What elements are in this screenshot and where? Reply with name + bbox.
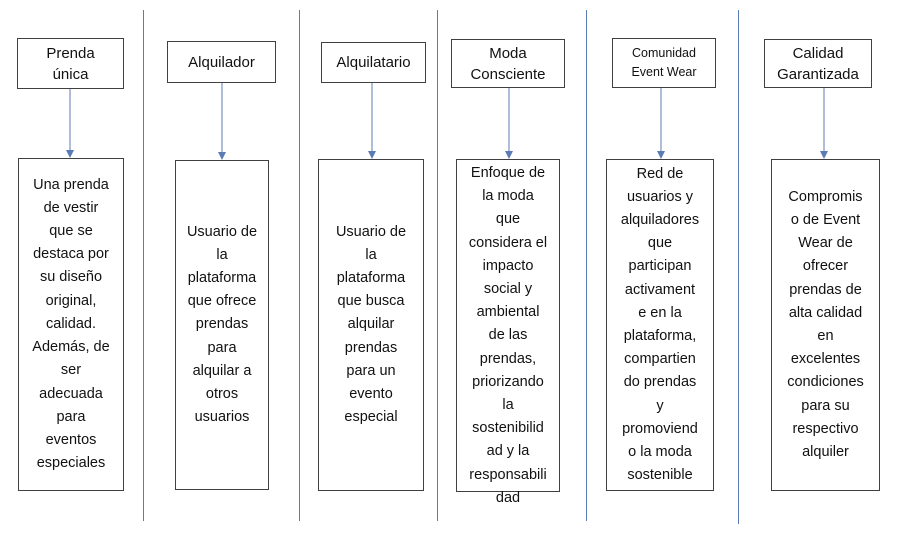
column-separator [143, 10, 144, 521]
term-label: Comunidad Event Wear [631, 46, 697, 79]
column-separator [437, 10, 438, 521]
connector-arrow [820, 88, 828, 159]
description-text: Una prenda de vestir que se destaca por … [32, 176, 110, 472]
description-box-calidad-garantizada: Compromis o de Event Wear de ofrecer pre… [771, 159, 880, 491]
connector-arrow [218, 83, 226, 160]
connector-arrow [505, 88, 513, 159]
term-box-alquilatario: Alquilatario [321, 42, 426, 83]
column-separator [586, 10, 587, 521]
description-box-alquilatario: Usuario de la plataforma que busca alqui… [318, 159, 424, 491]
connector-arrow [66, 89, 74, 158]
term-label: Alquilatario [336, 54, 411, 71]
column-separator [738, 10, 739, 524]
description-text: Enfoque de la moda que considera el impa… [468, 165, 548, 506]
description-text: Usuario de la plataforma que ofrece pren… [186, 223, 258, 426]
column-separator [299, 10, 300, 521]
description-text: Red de usuarios y alquiladores que parti… [620, 165, 700, 484]
term-box-prenda-unica: Prenda única [17, 38, 124, 89]
description-box-comunidad-event-wear: Red de usuarios y alquiladores que parti… [606, 159, 714, 491]
description-text: Usuario de la plataforma que busca alqui… [335, 223, 407, 426]
connector-arrow [657, 88, 665, 159]
term-box-alquilador: Alquilador [167, 41, 276, 83]
description-box-moda-consciente: Enfoque de la moda que considera el impa… [456, 159, 560, 506]
term-label: Calidad Garantizada [777, 44, 859, 83]
term-box-calidad-garantizada: Calidad Garantizada [764, 39, 872, 88]
term-label: Prenda única [46, 44, 95, 83]
term-label: Moda Consciente [470, 44, 546, 83]
description-box-prenda-unica: Una prenda de vestir que se destaca por … [18, 158, 124, 491]
term-box-moda-consciente: Moda Consciente [451, 39, 565, 88]
description-box-alquilador: Usuario de la plataforma que ofrece pren… [175, 160, 269, 490]
connector-arrow [368, 83, 376, 159]
term-label: Alquilador [188, 53, 255, 71]
term-box-comunidad-event-wear: Comunidad Event Wear [612, 38, 716, 88]
description-text: Compromis o de Event Wear de ofrecer pre… [787, 188, 864, 461]
